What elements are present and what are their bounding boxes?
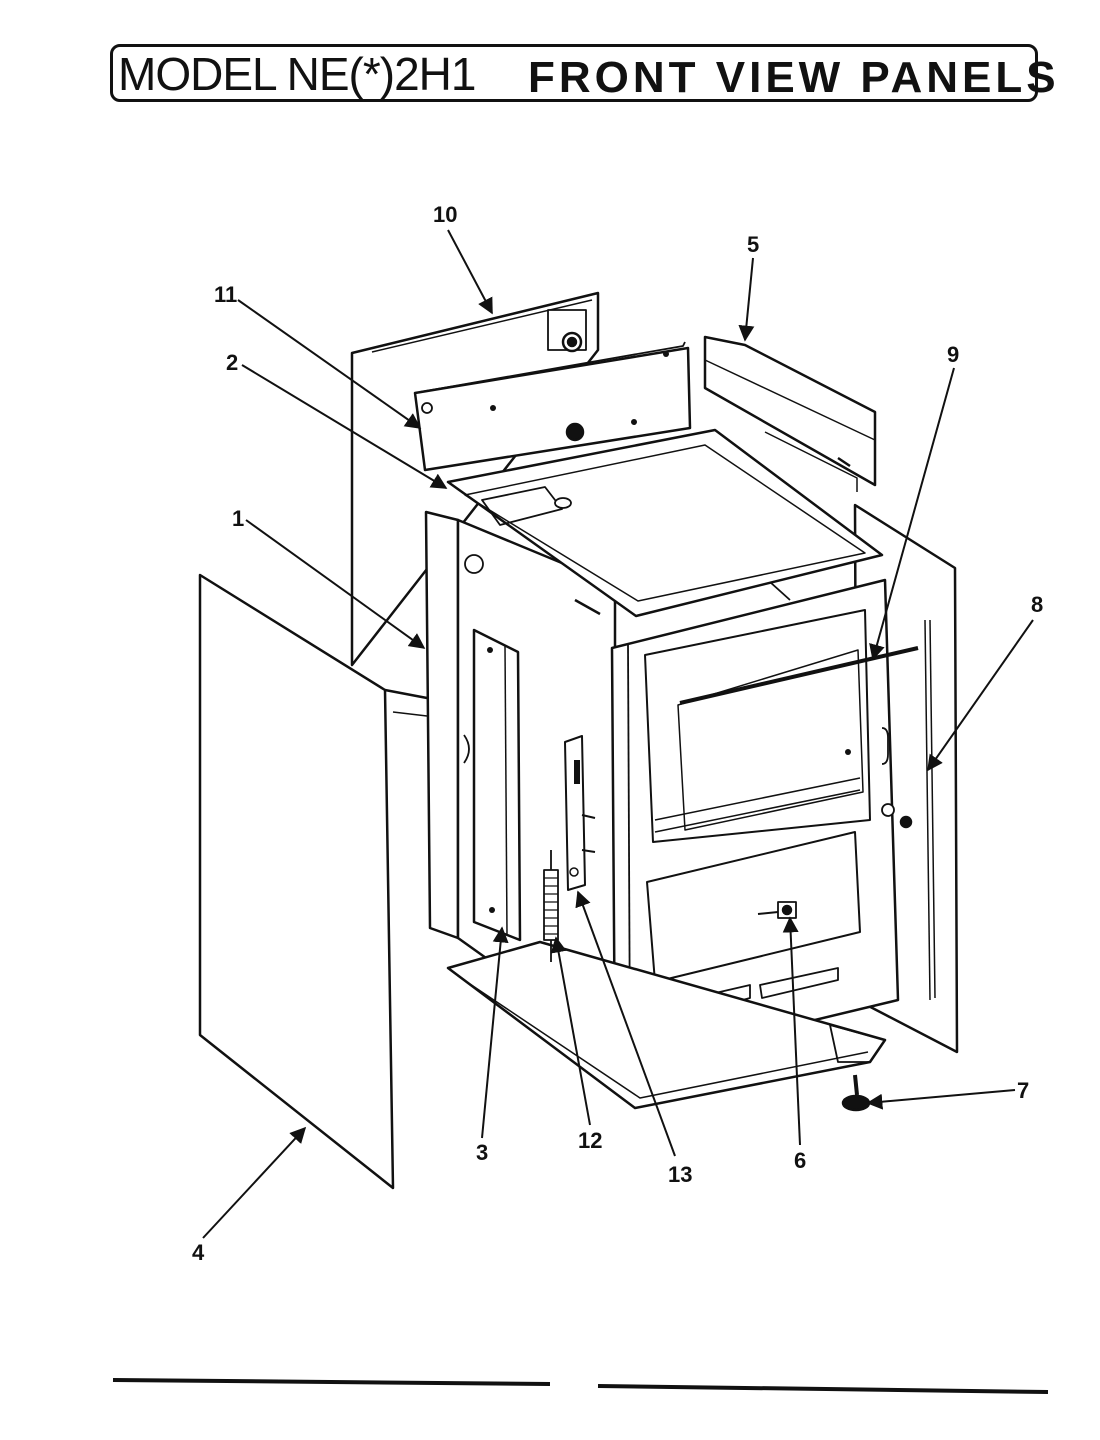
callout-13: 13: [668, 1162, 692, 1187]
bottom-rule-right: [597, 1384, 1049, 1394]
leader-3: [481, 926, 509, 1139]
callout-4: 4: [192, 1240, 205, 1265]
callout-2: 2: [226, 350, 238, 375]
leader-11: [237, 299, 422, 429]
right-rear-rail: [703, 335, 877, 492]
section-title: FRONT VIEW PANELS: [528, 53, 1060, 102]
callout-6: 6: [794, 1148, 806, 1173]
leader-2: [241, 364, 448, 489]
callout-5: 5: [747, 232, 759, 257]
model-title: MODEL NE(*)2H1: [118, 48, 476, 100]
bottom-pan: [446, 940, 887, 1110]
leader-1: [245, 519, 426, 649]
bottom-rule-left: [112, 1378, 551, 1386]
door-hinge: [564, 735, 596, 891]
callout-12: 12: [578, 1128, 602, 1153]
callout-8: 8: [1031, 592, 1043, 617]
top-panel: [446, 428, 884, 618]
leader-4: [202, 1126, 307, 1239]
leader-8: [927, 619, 1034, 772]
leveling-leg: [841, 1074, 871, 1112]
leader-9: [869, 367, 955, 661]
callout-7: 7: [1017, 1078, 1029, 1103]
left-side-panel: [198, 573, 428, 1190]
top-rear-bracket: [413, 341, 692, 472]
leader-6: [782, 916, 801, 1146]
callout-1: 1: [232, 506, 244, 531]
left-trim-strip: [472, 628, 522, 942]
leader-12: [550, 936, 591, 1126]
front-frame: [610, 578, 919, 1070]
callout-3: 3: [476, 1140, 488, 1165]
callout-10: 10: [433, 202, 457, 227]
leader-5: [738, 257, 755, 342]
leader-7: [866, 1089, 1016, 1110]
callout-11: 11: [214, 282, 237, 307]
leader-13: [575, 890, 676, 1157]
title-frame: [110, 44, 1038, 102]
callout-9: 9: [947, 342, 959, 367]
leader-10: [447, 229, 493, 315]
